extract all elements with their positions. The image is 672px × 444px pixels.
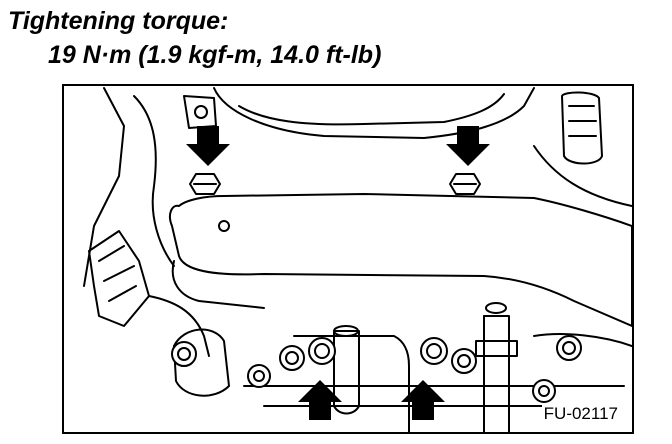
bolt-lower-5: [556, 335, 582, 361]
torque-spec: Tightening torque: 19 N·m (1.9 kgf-m, 14…: [8, 4, 381, 72]
bolt-lower-6: [171, 341, 197, 367]
lower-pipe-mid: [293, 335, 410, 432]
line-drawing: [83, 87, 632, 432]
right-housing: [533, 145, 632, 207]
right-sensor: [561, 91, 603, 165]
arrow-icon: [446, 126, 490, 166]
torque-value: 19 N·m (1.9 kgf-m, 14.0 ft-lb): [48, 41, 382, 69]
connector-hose: [148, 295, 210, 357]
injector-collar-right: [475, 340, 518, 357]
injector-connector: [88, 230, 150, 327]
lower-bracket-right: [533, 333, 632, 347]
bolt-lower-1: [308, 337, 336, 365]
engine-illustration: FU-02117: [62, 84, 634, 434]
bolt-lower-7: [247, 364, 271, 388]
left-bracket-inner: [133, 95, 175, 267]
arrow-icon: [298, 380, 342, 420]
bolt-lower-8: [532, 379, 556, 403]
intake-shape-inner: [238, 93, 505, 126]
bolt-top-right: [449, 173, 481, 195]
injector-cap-left: [333, 325, 359, 337]
arrow-icon: [186, 126, 230, 166]
cover-hole: [218, 220, 230, 232]
figure-id: FU-02117: [541, 404, 620, 424]
bolt-top-left: [189, 173, 221, 195]
bolt-lower-2: [420, 337, 448, 365]
lower-pipe-left: [173, 328, 230, 397]
manifold-cover: [169, 193, 632, 327]
bolt-lower-4: [451, 348, 477, 374]
bolt-lower-3: [279, 345, 305, 371]
right-sensor-lines: [568, 105, 597, 137]
torque-label: Tightening torque:: [8, 7, 229, 35]
intake-shape: [213, 87, 535, 139]
cover-lower-edge: [171, 260, 265, 309]
injector-stem-right: [483, 315, 510, 432]
left-lug: [183, 95, 217, 129]
left-lug-hole: [194, 105, 208, 119]
left-bracket: [83, 87, 125, 287]
arrow-icon: [401, 380, 445, 420]
injector-cap-right: [485, 302, 507, 314]
connector-detail: [98, 245, 137, 302]
